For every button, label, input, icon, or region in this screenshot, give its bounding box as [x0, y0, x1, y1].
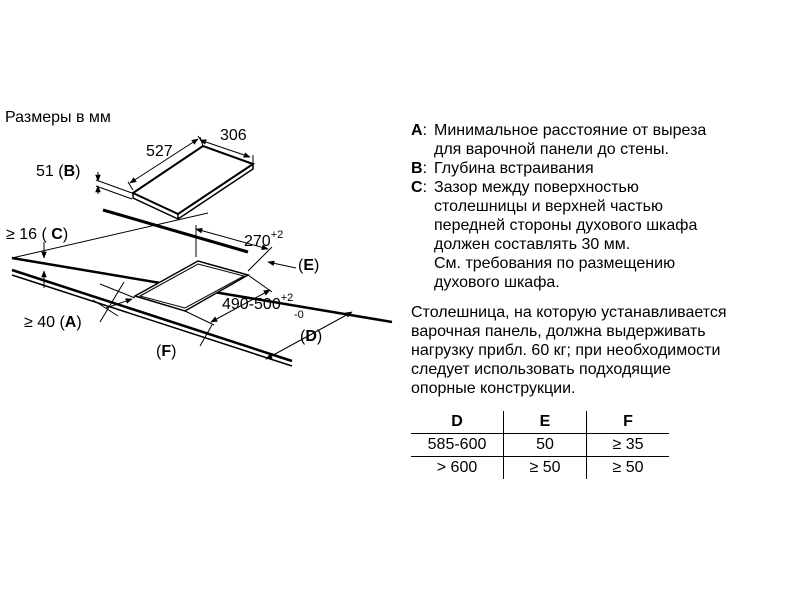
note-line: варочная панель, должна выдерживать — [411, 323, 706, 340]
legend-key-b: B — [411, 160, 423, 177]
legend-a-line: для варочной панели до стены. — [434, 141, 669, 158]
load-note: Столешница, на которую устанавливается в… — [411, 303, 796, 398]
width-306-label: 306 — [220, 127, 247, 144]
dimension-527: 527 — [127, 135, 204, 191]
legend-a-line: Минимальное расстояние от выреза — [434, 122, 707, 139]
label-e: (E) — [298, 257, 319, 274]
note-line: нагрузку прибл. 60 кг; при необходимости — [411, 342, 721, 359]
note-line: Столешница, на которую устанавливается — [411, 304, 727, 321]
table-cell: ≥ 35 — [586, 433, 669, 457]
table-header-d: D — [411, 411, 504, 434]
worktop-reference-line — [102, 208, 249, 254]
legend: A: Минимальное расстояние от выреза для … — [411, 121, 796, 292]
dimension-e: (E) — [267, 257, 319, 274]
legend-key-a: A — [411, 122, 423, 139]
installation-diagram: Размеры в мм 306 527 51 (B) — [5, 109, 393, 367]
legend-c-line: Зазор между поверхностью — [434, 179, 639, 196]
label-c: ≥ 16 ( C) — [6, 226, 68, 243]
legend-b-line: Глубина встраивания — [434, 160, 594, 177]
table-cell: 50 — [503, 433, 587, 457]
note-line: опорные конструкции. — [411, 380, 576, 397]
label-f: (F) — [156, 343, 176, 360]
legend-c-line: См. требования по размещению — [434, 255, 676, 272]
dimension-b: 51 (B) — [36, 163, 133, 200]
legend-item-c: C: Зазор между поверхностью столешницы и… — [411, 178, 796, 292]
legend-c-line: должен составлять 30 мм. — [434, 236, 631, 253]
legend-c-line: столешницы и верхней частью — [434, 198, 663, 215]
table-header-f: F — [586, 411, 669, 434]
legend-key-c: C — [411, 179, 423, 196]
legend-item-b: B: Глубина встраивания — [411, 159, 796, 178]
table-cell: ≥ 50 — [503, 456, 587, 479]
table-cell: 585-600 — [411, 433, 504, 457]
cutout-width-label: 270+2 — [244, 229, 283, 250]
legend-c-line: духового шкафа. — [434, 274, 560, 291]
dimension-f: (F) — [99, 281, 176, 360]
table-row: > 600 ≥ 50 ≥ 50 — [411, 456, 669, 479]
cutout-depth-label: 490-500+2 — [222, 292, 293, 313]
depth-527-label: 527 — [146, 143, 173, 160]
legend-item-a: A: Минимальное расстояние от выреза для … — [411, 121, 796, 159]
label-b: 51 (B) — [36, 163, 80, 180]
cutout-depth-sub: -0 — [294, 309, 304, 321]
dimension-c: ≥ 16 ( C) — [6, 226, 68, 288]
label-a: ≥ 40 (A) — [24, 314, 82, 331]
table-header-row: D E F — [411, 411, 669, 434]
dimensions-table: D E F 585-600 50 ≥ 35 > 600 ≥ 50 ≥ 50 — [411, 411, 669, 479]
units-title: Размеры в мм — [5, 109, 111, 126]
table-cell: > 600 — [436, 459, 478, 476]
legend-c-line: передней стороны духового шкафа — [434, 217, 698, 234]
table-row: 585-600 50 ≥ 35 — [411, 433, 669, 457]
table-cell: ≥ 50 — [586, 456, 669, 479]
dimension-a: ≥ 40 (A) — [24, 283, 136, 331]
dimension-d: (D) — [199, 311, 353, 360]
note-line: следует использовать подходящие — [411, 361, 671, 378]
table-header-e: E — [503, 411, 587, 434]
dimension-490-500: 490-500+2 -0 — [184, 274, 304, 326]
dimension-270: 270+2 — [195, 225, 283, 272]
label-d: (D) — [300, 328, 322, 345]
